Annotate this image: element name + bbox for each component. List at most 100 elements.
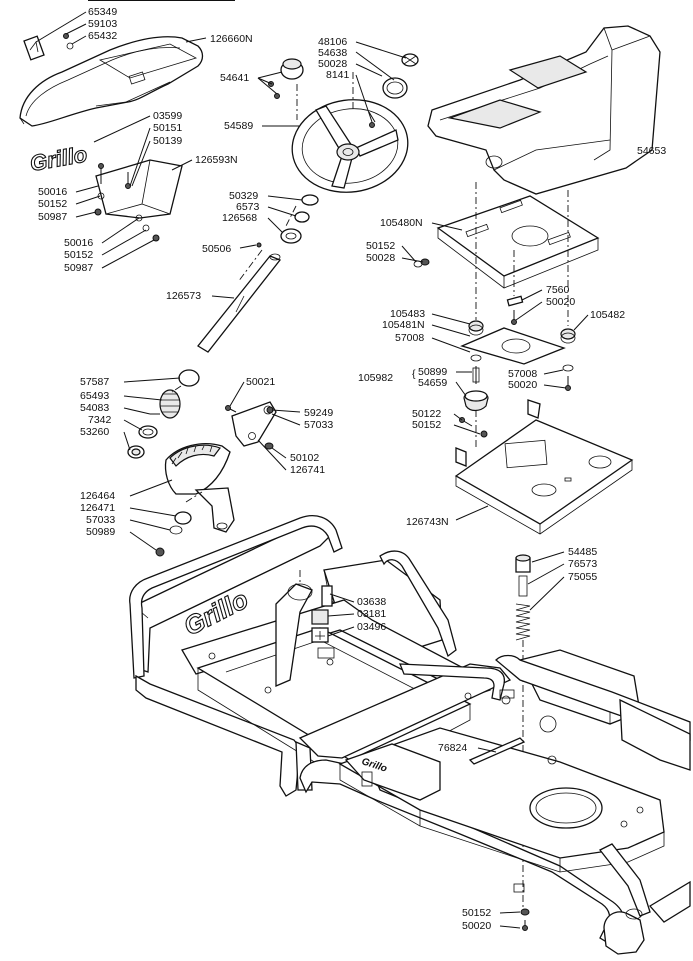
- dash-cover-part: [19, 36, 204, 127]
- label-105481N: 105481N: [382, 319, 425, 331]
- label-8141: 8141: [326, 69, 350, 81]
- label-50899: 50899: [418, 366, 447, 378]
- washer-65432-part: [66, 42, 74, 50]
- label-65349: 65349: [88, 6, 117, 18]
- label-50152-e: 50152: [462, 907, 491, 919]
- label-50020-a: 50020: [546, 296, 575, 308]
- label-50028-b: 50028: [366, 252, 395, 264]
- label-126593N: 126593N: [195, 154, 238, 166]
- clip-7560-part: [506, 295, 524, 325]
- label-50152-a: 50152: [38, 198, 67, 210]
- grillo-decal-part: Grillo: [27, 141, 89, 177]
- label-50987-b: 50987: [64, 262, 93, 274]
- label-57008-b: 57008: [508, 368, 537, 380]
- pinion-gear-part: [127, 389, 181, 459]
- label-53260: 53260: [80, 426, 109, 438]
- label-57008-a: 57008: [395, 332, 424, 344]
- washer-50329-part: [301, 194, 319, 206]
- label-7342: 7342: [88, 414, 112, 426]
- label-105480N: 105480N: [380, 217, 423, 229]
- label-54653: 54653: [637, 145, 666, 157]
- steering-arm-126741-part: [231, 401, 277, 447]
- label-57033-b: 57033: [86, 514, 115, 526]
- label-50020-b: 50020: [508, 379, 537, 391]
- seat-bracket-105480N-part: [436, 195, 600, 289]
- label-57033-a: 57033: [304, 419, 333, 431]
- label-54083: 54083: [80, 402, 109, 414]
- bushing-57587-part: [178, 369, 200, 387]
- label-126568: 126568: [222, 212, 257, 224]
- wheel-cap-48106-part: [368, 53, 419, 128]
- label-126743N: 126743N: [406, 516, 449, 528]
- label-54641: 54641: [220, 72, 249, 84]
- label-50021: 50021: [246, 376, 275, 388]
- bottom-bolt-part: [520, 908, 530, 931]
- arm-fasteners-part: [225, 405, 274, 450]
- part-labels: 65349 59103 65432 126660N 48106 54638 50…: [38, 6, 666, 932]
- label-50989: 50989: [86, 526, 115, 538]
- label-59103: 59103: [88, 18, 117, 30]
- label-126573: 126573: [166, 290, 201, 302]
- bolt-50122-part: [459, 417, 488, 438]
- label-75055: 75055: [568, 571, 597, 583]
- leader-lines: [35, 11, 589, 929]
- frame-decals-part: [311, 585, 333, 643]
- label-126660N: 126660N: [210, 33, 253, 45]
- label-50151: 50151: [153, 122, 182, 134]
- steering-cap-54641-part: [268, 58, 304, 99]
- label-65432: 65432: [88, 30, 117, 42]
- label-50152-b: 50152: [64, 249, 93, 261]
- label-54485: 54485: [568, 546, 597, 558]
- knob-assembly-105982-part: [463, 366, 489, 412]
- floor-plate-126743N-part: [454, 399, 634, 535]
- brace-glyph: {: [412, 368, 416, 380]
- label-50016-a: 50016: [38, 186, 67, 198]
- nut-50989-part: [155, 547, 165, 557]
- label-03181: 03181: [357, 608, 386, 620]
- label-126741: 126741: [290, 464, 325, 476]
- label-105482: 105482: [590, 309, 625, 321]
- label-59249: 59249: [304, 407, 333, 419]
- bracket-bolts-part: [94, 163, 160, 242]
- label-76573: 76573: [568, 558, 597, 570]
- bushing-126568-part: [280, 228, 302, 244]
- label-57587: 57587: [80, 376, 109, 388]
- label-105982: 105982: [358, 372, 393, 384]
- label-126464: 126464: [80, 490, 115, 502]
- label-03638: 03638: [357, 596, 386, 608]
- steering-wheel-part: [291, 99, 409, 193]
- label-65493: 65493: [80, 390, 109, 402]
- label-50506: 50506: [202, 243, 231, 255]
- grillo-decal-text: Grillo: [28, 141, 89, 176]
- label-50102: 50102: [290, 452, 319, 464]
- label-50329: 50329: [229, 190, 258, 202]
- label-76824: 76824: [438, 742, 467, 754]
- label-54589: 54589: [224, 120, 253, 132]
- label-03496: 03496: [357, 621, 386, 633]
- label-03599: 03599: [153, 110, 182, 122]
- washer-6573-part: [294, 211, 310, 223]
- steering-shaft-126573-part: [197, 253, 282, 353]
- screw-59103-part: [63, 33, 69, 39]
- label-126471: 126471: [80, 502, 115, 514]
- sector-gear-126464-part: [164, 443, 235, 533]
- pin-50506-part: [256, 242, 262, 248]
- label-105483: 105483: [390, 308, 425, 320]
- label-50016-b: 50016: [64, 237, 93, 249]
- label-50152-c: 50152: [366, 240, 395, 252]
- label-48106: 48106: [318, 36, 347, 48]
- bracket-126593N-part: [95, 159, 183, 219]
- decal-65349-part: [23, 35, 45, 61]
- label-50122: 50122: [412, 408, 441, 420]
- label-50139: 50139: [153, 135, 182, 147]
- seat-54653-part: [427, 25, 661, 195]
- label-54638: 54638: [318, 47, 347, 59]
- label-50020-c: 50020: [462, 920, 491, 932]
- label-50028-a: 50028: [318, 58, 347, 70]
- bracket-fasteners-part: [413, 258, 430, 268]
- washer-57033-part: [169, 525, 183, 535]
- bushing-126471-part: [174, 511, 192, 525]
- rail-plate-105481N-part: [460, 320, 576, 391]
- label-50152-d: 50152: [412, 419, 441, 431]
